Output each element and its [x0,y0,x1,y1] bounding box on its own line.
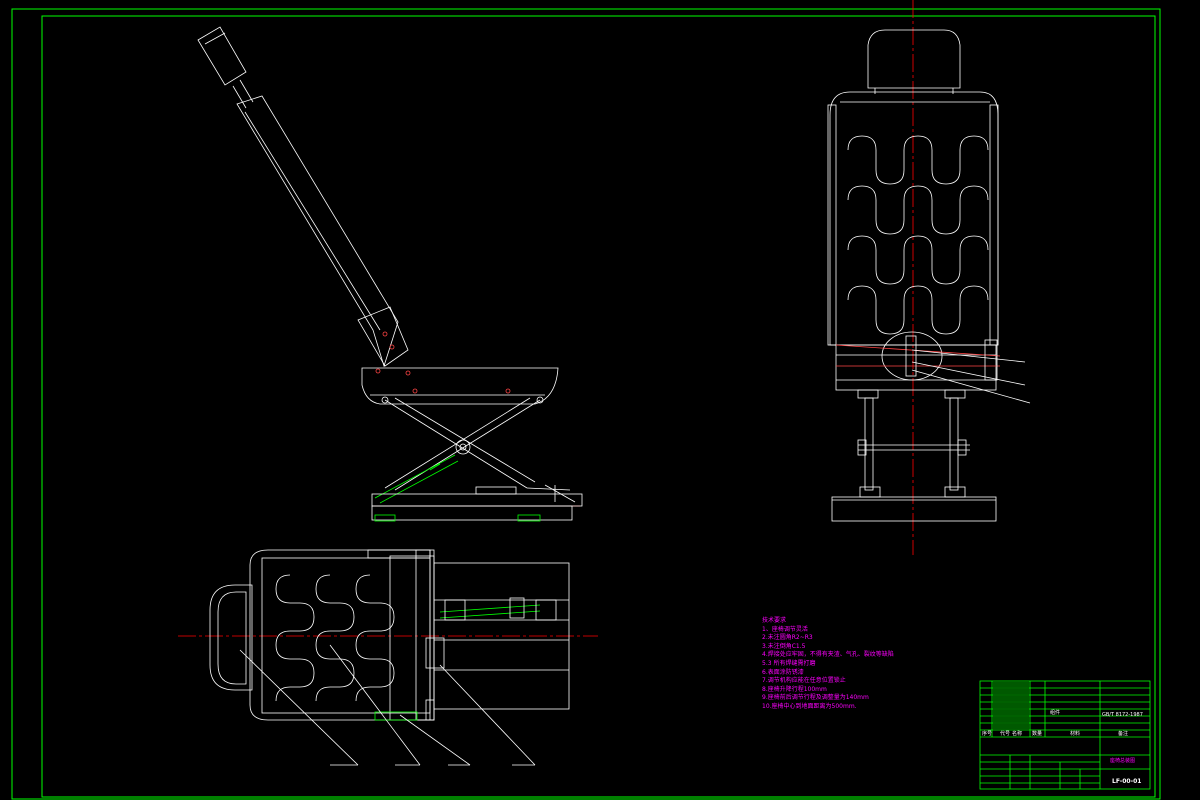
note-item: 9.座椅前后调节行程及调整量为140mm [762,694,869,702]
svg-text:序号: 序号 [982,730,992,737]
note-item: 8.座椅升降行程100mm [762,685,827,693]
svg-text:材料: 材料 [1070,730,1080,737]
zigzag-springs-front [847,135,989,335]
note-item: 4.焊接处应牢固，不得有夹渣、气孔、裂纹等缺陷 [762,651,894,659]
top-view [209,549,570,766]
title-block-headers: 序号 代号 名称 数量 材料 备注 [982,730,1128,737]
title-block-standard: GB/T 8172-1987 [1102,712,1143,718]
title-block-name: 座椅总装图 [1110,757,1135,764]
technical-notes: 技术要求 1、座椅调节灵活 2.未注圆角R2~R3 3.未注倒角C1.5 4.焊… [762,617,894,712]
svg-text:数量: 数量 [1032,730,1042,737]
svg-text:代号: 代号 [1000,730,1010,737]
note-item: 1、座椅调节灵活 [762,625,808,633]
zigzag-springs-top [275,574,395,702]
note-item: 2.未注圆角R2~R3 [762,634,813,642]
front-view [827,29,1031,522]
svg-text:名称: 名称 [1012,730,1022,737]
side-view [197,26,583,522]
outer-frame [11,8,1161,800]
note-item: 5.3 所有焊缝需打磨 [762,659,816,667]
title-block [979,680,1151,790]
svg-text:备注: 备注 [1118,730,1128,737]
title-block-fill [993,682,1029,729]
title-block-drawing-no: LF-00-01 [1112,778,1141,785]
title-block-material: 组件 [1050,709,1060,716]
note-item: 10.座椅中心到地面距离为500mm. [762,702,857,710]
notes-title: 技术要求 [762,617,787,624]
note-item: 3.未注倒角C1.5 [762,642,806,650]
inner-frame [41,15,1156,798]
note-item: 7.调节机构应能在任意位置锁止 [762,677,846,685]
note-item: 6.表面涂防锈漆 [762,668,804,676]
